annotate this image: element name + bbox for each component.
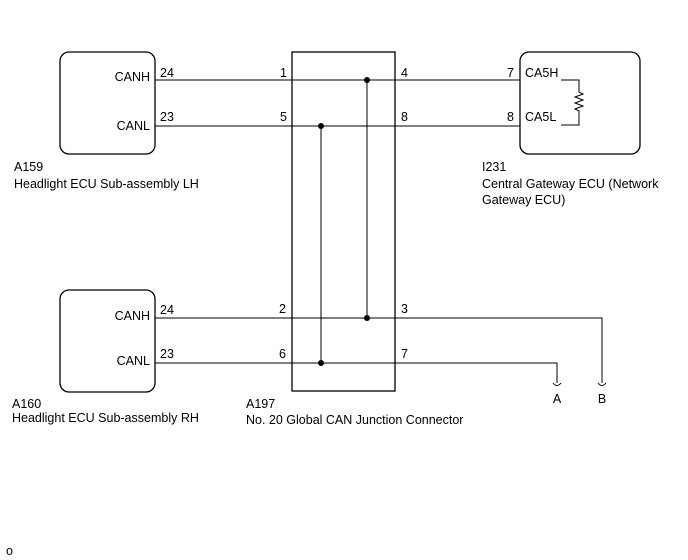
i231-name-line1: Central Gateway ECU (Network [482, 177, 659, 191]
a197-ref: A197 [246, 397, 275, 411]
wire-canl-a160-to-terminal-a [155, 362, 558, 383]
footer-mark: o [6, 544, 13, 558]
wire-canh-a160-to-terminal-b [155, 317, 603, 383]
a159-canh-label: CANH [115, 70, 150, 84]
a159-canl-label: CANL [117, 119, 150, 133]
a159-name: Headlight ECU Sub-assembly LH [14, 177, 199, 191]
a197-pin-1: 1 [280, 66, 287, 80]
a160-canh-pin: 24 [160, 303, 174, 317]
a197-pin-3: 3 [401, 302, 408, 316]
terminal-b-end-icon [597, 382, 607, 386]
a160-canl-pin: 23 [160, 347, 174, 361]
i231-ref: I231 [482, 160, 506, 174]
terminal-a-end-icon [552, 382, 562, 386]
a197-pin-5: 5 [280, 110, 287, 124]
a160-canl-label: CANL [117, 354, 150, 368]
a197-pin-2: 2 [279, 302, 286, 316]
a197-pin-8: 8 [401, 110, 408, 124]
i231-ca5h-label: CA5H [525, 66, 558, 80]
a197-pin-7: 7 [401, 347, 408, 361]
a160-ecu-box [59, 289, 156, 393]
splice-dot [364, 77, 370, 83]
i231-name-line2: Gateway ECU) [482, 193, 565, 207]
a197-pin-4: 4 [401, 66, 408, 80]
terminal-b-label: B [598, 392, 606, 406]
a159-ref: A159 [14, 160, 43, 174]
splice-dot [318, 123, 324, 129]
a197-junction-connector-box [291, 51, 396, 392]
a197-pin-6: 6 [279, 347, 286, 361]
a160-name: Headlight ECU Sub-assembly RH [12, 411, 199, 425]
a159-canl-pin: 23 [160, 110, 174, 124]
a160-ref: A160 [12, 397, 41, 411]
a159-canh-pin: 24 [160, 66, 174, 80]
splice-dot [318, 360, 324, 366]
splice-dot [364, 315, 370, 321]
i231-ca5h-pin: 7 [507, 66, 514, 80]
i231-ca5l-pin: 8 [507, 110, 514, 124]
a159-ecu-box [59, 51, 156, 155]
termination-resistor-icon [561, 79, 585, 126]
terminal-a-label: A [553, 392, 562, 406]
a197-name: No. 20 Global CAN Junction Connector [246, 413, 463, 427]
i231-ca5l-label: CA5L [525, 110, 556, 124]
i231-gateway-ecu-box [519, 51, 641, 155]
a160-canh-label: CANH [115, 309, 150, 323]
